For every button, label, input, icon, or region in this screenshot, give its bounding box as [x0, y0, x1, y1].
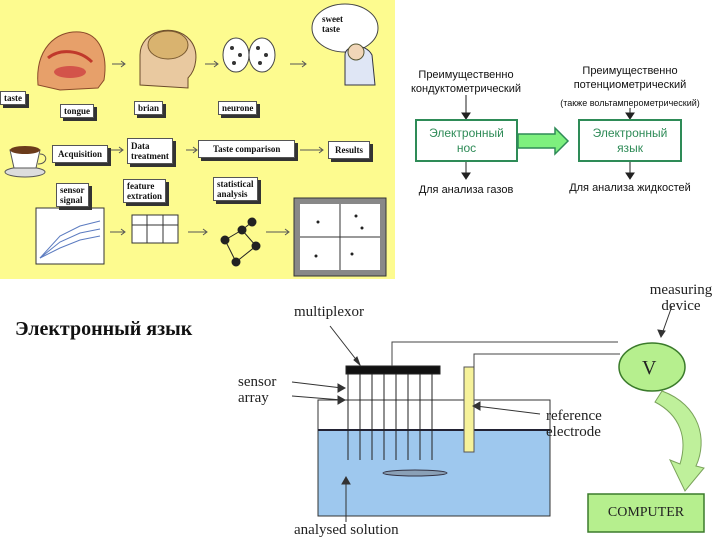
sensor-array-wires — [345, 365, 441, 460]
meter-to-computer-arrow — [654, 390, 705, 492]
head-anatomy-icon — [37, 31, 106, 91]
page-title: Электронный язык — [15, 318, 193, 340]
nose-usage-text: Для анализа газов — [418, 184, 514, 196]
solution-vessel — [317, 399, 551, 517]
coffee-cup-icon — [4, 146, 47, 178]
computer-label: COMPUTER — [607, 505, 685, 520]
comparison-arrows — [461, 95, 635, 180]
person-icon — [311, 3, 379, 86]
tongue-usage-text: Для анализа жидкостей — [569, 182, 691, 194]
neurone-label: neurone — [218, 101, 258, 115]
results-scatter-chart — [293, 197, 387, 277]
tongue-method-note: (также вольтамперометрический) — [560, 98, 700, 108]
brian-label: brian — [134, 101, 164, 115]
voltmeter-circle — [618, 342, 686, 392]
taste-comparison-label: Taste comparison — [198, 140, 296, 158]
top-row-arrows — [108, 60, 324, 236]
cell-drawing — [291, 305, 705, 533]
label-pointers — [291, 305, 673, 522]
brain-head-icon — [139, 29, 197, 89]
sensor-signal-chart — [35, 207, 105, 265]
acquisition-label: Acquisition — [52, 145, 109, 163]
analysed-solution-label: analysed solution — [294, 522, 399, 538]
neurone-icon — [222, 37, 276, 73]
taste-label: taste — [0, 91, 26, 105]
tongue-label: tongue — [60, 104, 95, 118]
taste-process-drawing — [4, 3, 387, 277]
multiplexor-label: multiplexor — [294, 304, 364, 320]
nose-to-tongue-arrow — [517, 126, 570, 156]
results-label: Results — [328, 141, 371, 159]
computer-box — [587, 493, 705, 533]
reference-electrode-rod — [463, 366, 475, 453]
meter-wiring — [391, 341, 620, 370]
voltmeter-symbol: V — [642, 357, 657, 379]
feature-table-icon — [131, 214, 179, 244]
network-icon — [220, 217, 261, 267]
